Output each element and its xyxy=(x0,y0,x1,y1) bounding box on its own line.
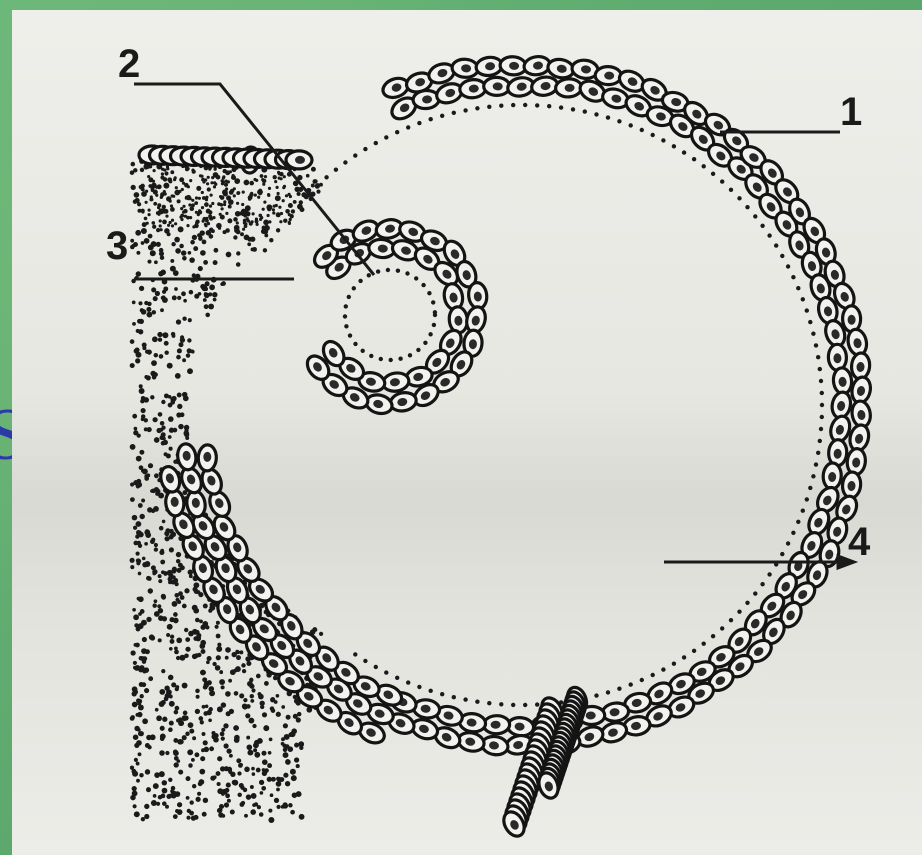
figure-panel: 2 1 3 4 xyxy=(12,10,922,855)
embryo-diagram xyxy=(12,10,922,855)
label-1: 1 xyxy=(840,92,862,132)
label-3: 3 xyxy=(106,226,128,266)
label-2: 2 xyxy=(118,44,140,84)
label-4: 4 xyxy=(848,522,870,562)
